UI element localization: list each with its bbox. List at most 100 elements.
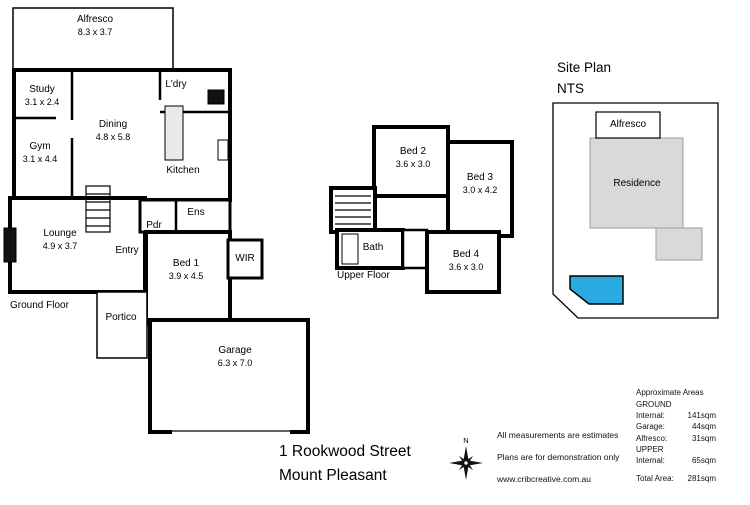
room-dims: 3.6 x 3.0 xyxy=(395,158,431,169)
areas-row: Internal: 141sqm xyxy=(636,411,716,422)
room-name: Dining xyxy=(98,119,128,131)
bed3-outline xyxy=(446,140,514,238)
room-name: Gym xyxy=(29,141,51,153)
room-dims: 4.9 x 3.7 xyxy=(42,240,78,251)
room-label-wir: WIR xyxy=(235,252,255,264)
garage-door-gap xyxy=(172,428,290,436)
room-label-study: Study 3.1 x 2.4 xyxy=(25,84,60,108)
room-label-bed1: Bed 1 3.9 x 4.5 xyxy=(169,258,204,282)
room-label-bath: Bath xyxy=(362,241,384,253)
room-label-alfresco: Alfresco 8.3 x 3.7 xyxy=(77,14,113,38)
areas-row: Alfresco: 31sqm xyxy=(636,434,716,445)
room-label-lounge: Lounge 4.9 x 3.7 xyxy=(43,228,78,252)
stairs-ground xyxy=(85,185,111,233)
area-label: Total Area: xyxy=(636,474,674,484)
compass-icon xyxy=(449,446,483,480)
alfresco-outline xyxy=(12,7,174,71)
room-dims: 4.8 x 5.8 xyxy=(95,131,131,142)
room-dims: 3.9 x 4.5 xyxy=(168,270,204,281)
room-name: Garage xyxy=(218,345,252,357)
area-label: Alfresco: xyxy=(636,433,668,443)
areas-total-row: Total Area: 281sqm xyxy=(636,474,716,485)
room-name: Bed 3 xyxy=(466,172,494,184)
room-name: Bed 1 xyxy=(172,258,200,270)
area-label: Internal: xyxy=(636,411,665,421)
room-label-garage: Garage 6.3 x 7.0 xyxy=(218,345,253,369)
area-value: 44sqm xyxy=(691,422,716,432)
wir-outline xyxy=(226,238,264,280)
area-label: Internal: xyxy=(636,455,665,465)
disclaimer-line3: www.cribcreative.com.au xyxy=(497,474,592,484)
upper-hall-outline xyxy=(372,194,450,234)
oven-icon xyxy=(207,89,225,105)
site-plan-title-line: Site Plan xyxy=(557,60,612,75)
room-name: Alfresco xyxy=(76,14,114,26)
portico-outline xyxy=(96,291,148,359)
room-label-bed3: Bed 3 3.0 x 4.2 xyxy=(463,172,498,196)
room-dims: 3.1 x 2.4 xyxy=(24,96,60,107)
site-plan-drawing xyxy=(552,102,719,319)
site-residence-label: Residence xyxy=(613,177,661,189)
area-label: Garage: xyxy=(636,422,665,432)
bathtub-icon xyxy=(341,233,359,265)
disclaimer-line2: Plans are for demonstration only xyxy=(497,452,620,462)
room-label-dining: Dining 4.8 x 5.8 xyxy=(96,119,131,143)
room-label-gym: Gym 3.1 x 4.4 xyxy=(23,141,58,165)
ground-main-outline xyxy=(12,68,232,202)
ground-floor-plan xyxy=(3,7,310,436)
ens-pdr-outline xyxy=(138,198,232,234)
site-alfresco-shape xyxy=(595,111,661,139)
areas-table: Approximate Areas GROUND Internal: 141sq… xyxy=(636,388,716,485)
room-dims: 8.3 x 3.7 xyxy=(77,26,113,37)
wc-outline xyxy=(401,228,429,270)
room-label-entry: Entry xyxy=(115,244,139,256)
room-label-kitchen: Kitchen xyxy=(166,164,200,176)
room-dims: 6.3 x 7.0 xyxy=(217,357,253,368)
bed4-outline xyxy=(425,230,501,294)
site-plan-title: Site Plan NTS xyxy=(557,58,611,100)
areas-section-ground: GROUND xyxy=(636,400,672,409)
room-label-bed2: Bed 2 3.6 x 3.0 xyxy=(396,146,431,170)
areas-heading: Approximate Areas xyxy=(636,388,704,397)
disclaimer-line1: All measurements are estimates xyxy=(497,430,619,440)
room-dims: 3.1 x 4.4 xyxy=(22,153,58,164)
sink-icon xyxy=(217,139,229,161)
area-value: 65sqm xyxy=(691,455,716,465)
room-label-bed4: Bed 4 3.6 x 3.0 xyxy=(449,249,484,273)
address-line1: 1 Rookwood Street xyxy=(279,443,411,460)
site-plan-nts-line: NTS xyxy=(557,80,584,96)
garage-outline xyxy=(148,318,310,434)
room-name: Bed 2 xyxy=(399,146,427,158)
upper-floor-caption: Upper Floor xyxy=(337,270,390,281)
fireplace-icon xyxy=(3,227,17,263)
room-label-portico: Portico xyxy=(105,311,137,323)
room-label-ldry: L'dry xyxy=(165,78,187,90)
ground-floor-caption: Ground Floor xyxy=(10,300,69,311)
address-line2: Mount Pleasant xyxy=(279,467,387,485)
room-dims: 3.0 x 4.2 xyxy=(462,184,498,195)
areas-section-upper: UPPER xyxy=(636,444,664,454)
address: 1 Rookwood Street Mount Pleasant xyxy=(279,440,411,488)
room-name: Lounge xyxy=(43,228,77,240)
room-dims: 3.6 x 3.0 xyxy=(448,261,484,272)
stairs-upper xyxy=(335,195,371,225)
room-name: Bed 4 xyxy=(452,249,480,261)
upper-floor-plan xyxy=(329,125,514,294)
disclaimer: All measurements are estimates Plans are… xyxy=(497,424,619,490)
area-value: 141sqm xyxy=(687,411,716,421)
lounge-outline xyxy=(8,196,147,294)
kitchen-island xyxy=(164,105,184,161)
room-label-pdr: Pdr xyxy=(146,219,162,231)
area-value: 281sqm xyxy=(687,474,716,484)
pool-shape xyxy=(569,275,624,305)
areas-row: Internal: 65sqm xyxy=(636,456,716,467)
site-annex-shape xyxy=(655,227,703,261)
site-residence-shape xyxy=(589,137,684,229)
areas-row: Garage: 44sqm xyxy=(636,422,716,433)
room-name: Study xyxy=(29,84,55,96)
site-alfresco-label: Alfresco xyxy=(609,118,647,130)
compass-north-label: N xyxy=(463,436,469,445)
area-value: 31sqm xyxy=(691,433,716,443)
